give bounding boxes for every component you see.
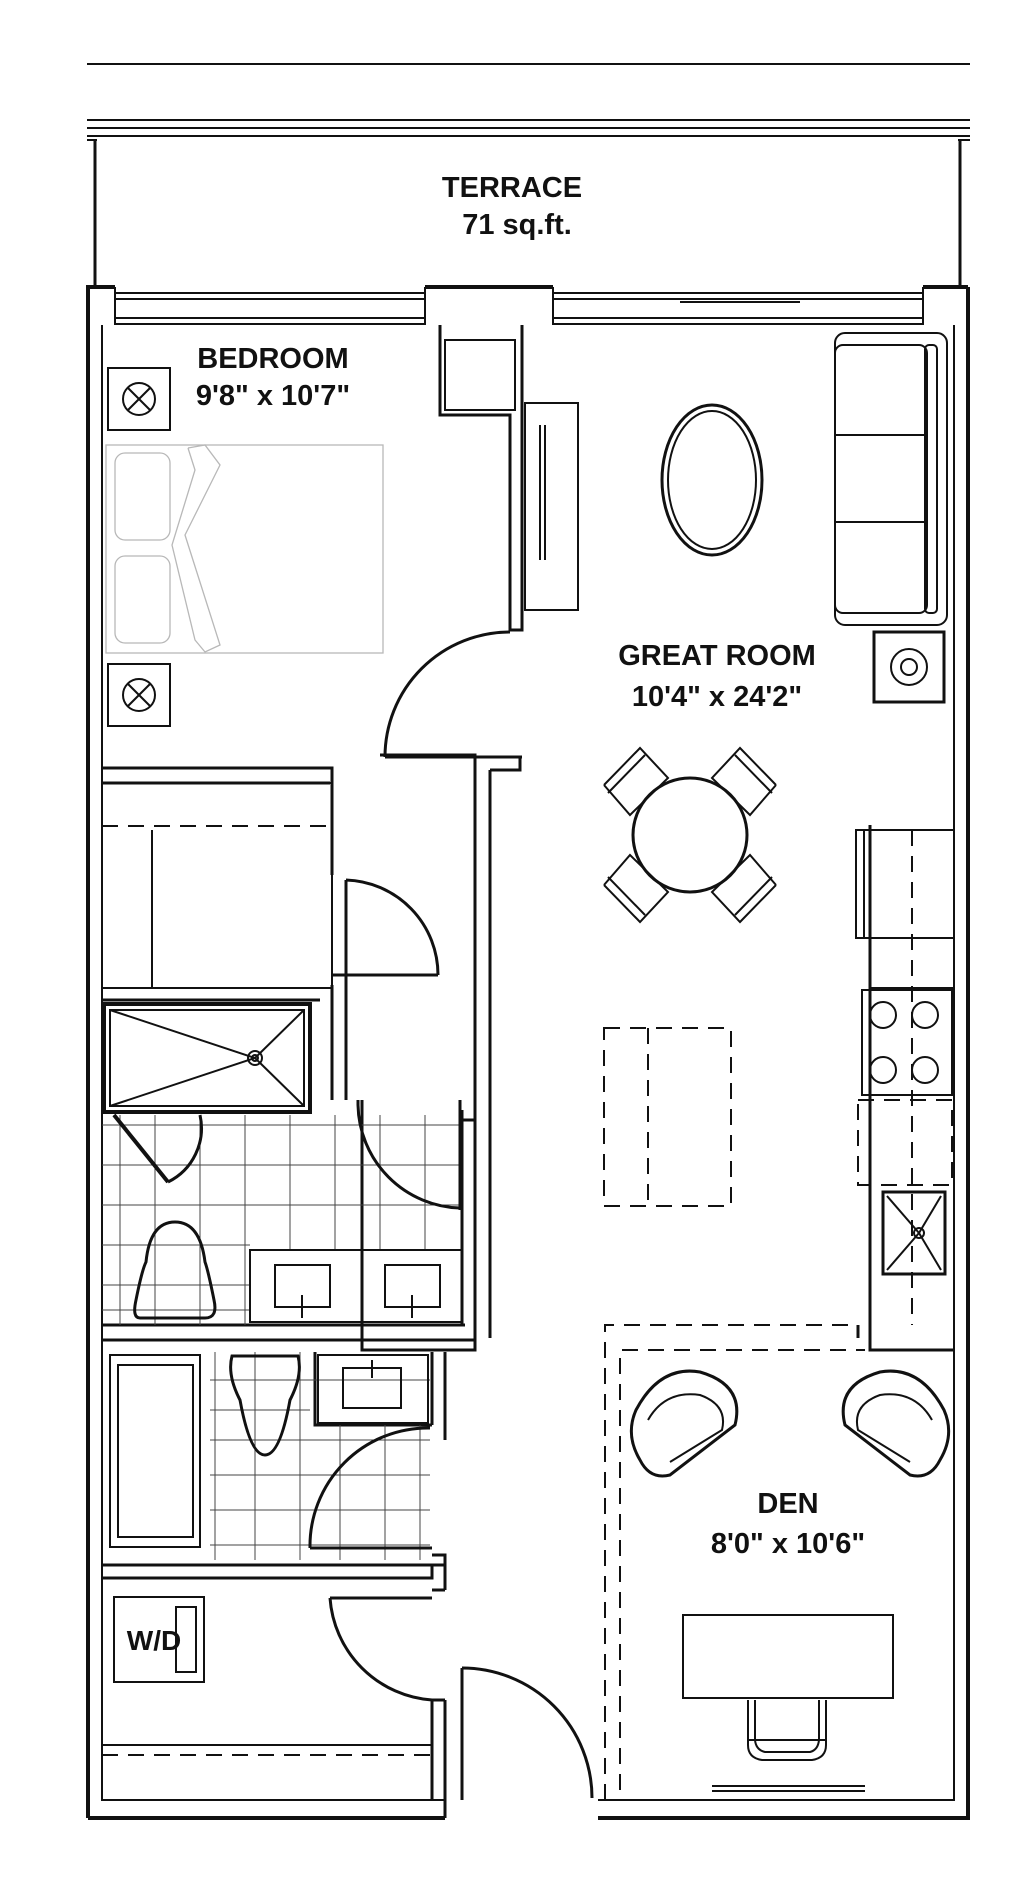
coffee-table — [660, 403, 764, 557]
kitchen-area — [855, 825, 955, 1325]
kitchen-sink-icon — [881, 1190, 947, 1276]
terrace-name: TERRACE — [442, 172, 582, 204]
kitchen-island — [603, 1027, 732, 1207]
desk-icon — [682, 1614, 894, 1699]
great-room-area: GREAT ROOM 10'4" x 24'2" — [603, 332, 948, 1207]
entry-door — [460, 1666, 594, 1800]
bedroom-size: 9'8" x 10'7" — [196, 380, 350, 412]
sink-icon — [317, 1354, 429, 1424]
lamp-icon — [107, 367, 171, 431]
terrace-size: 71 sq.ft. — [462, 209, 572, 241]
armchair-icon — [841, 1369, 951, 1478]
laundry-entry: W/D — [102, 1596, 594, 1800]
toilet-icon — [133, 1220, 217, 1320]
washer-dryer: W/D — [113, 1596, 205, 1683]
wardrobe-closet — [444, 339, 579, 611]
ensuite-bathroom — [102, 1002, 463, 1325]
shower-icon — [102, 1002, 312, 1114]
den-area: DEN 8'0" x 10'6" — [604, 1324, 951, 1800]
den-size: 8'0" x 10'6" — [711, 1528, 865, 1560]
bedroom-area: BEDROOM 9'8" x 10'7" — [105, 339, 579, 759]
lamp-icon — [107, 663, 171, 727]
bathtub-icon — [109, 1354, 201, 1548]
sofa-icon — [834, 332, 948, 626]
floor-tiles — [102, 1115, 460, 1325]
double-vanity — [249, 1249, 463, 1323]
floor-tiles — [210, 1352, 430, 1560]
closet-area — [101, 782, 440, 989]
terrace-area — [87, 63, 970, 287]
toilet-icon — [229, 1354, 301, 1457]
exterior-walls — [86, 285, 970, 1820]
armchair-icon — [629, 1369, 739, 1478]
speaker-icon — [872, 630, 946, 704]
door-swing — [383, 630, 511, 759]
interior-walls — [102, 325, 954, 1818]
main-bathroom — [109, 1352, 432, 1560]
great-room-size: 10'4" x 24'2" — [632, 681, 802, 713]
stove-icon — [861, 989, 953, 1096]
great-room-name: GREAT ROOM — [618, 640, 816, 672]
bed-icon — [105, 444, 384, 654]
bedroom-name: BEDROOM — [197, 343, 348, 375]
washer-dryer-label: W/D — [127, 1625, 181, 1656]
fridge-icon — [855, 829, 955, 939]
dining-table — [603, 746, 777, 924]
den-name: DEN — [757, 1488, 818, 1520]
desk-chair-icon — [747, 1700, 827, 1761]
